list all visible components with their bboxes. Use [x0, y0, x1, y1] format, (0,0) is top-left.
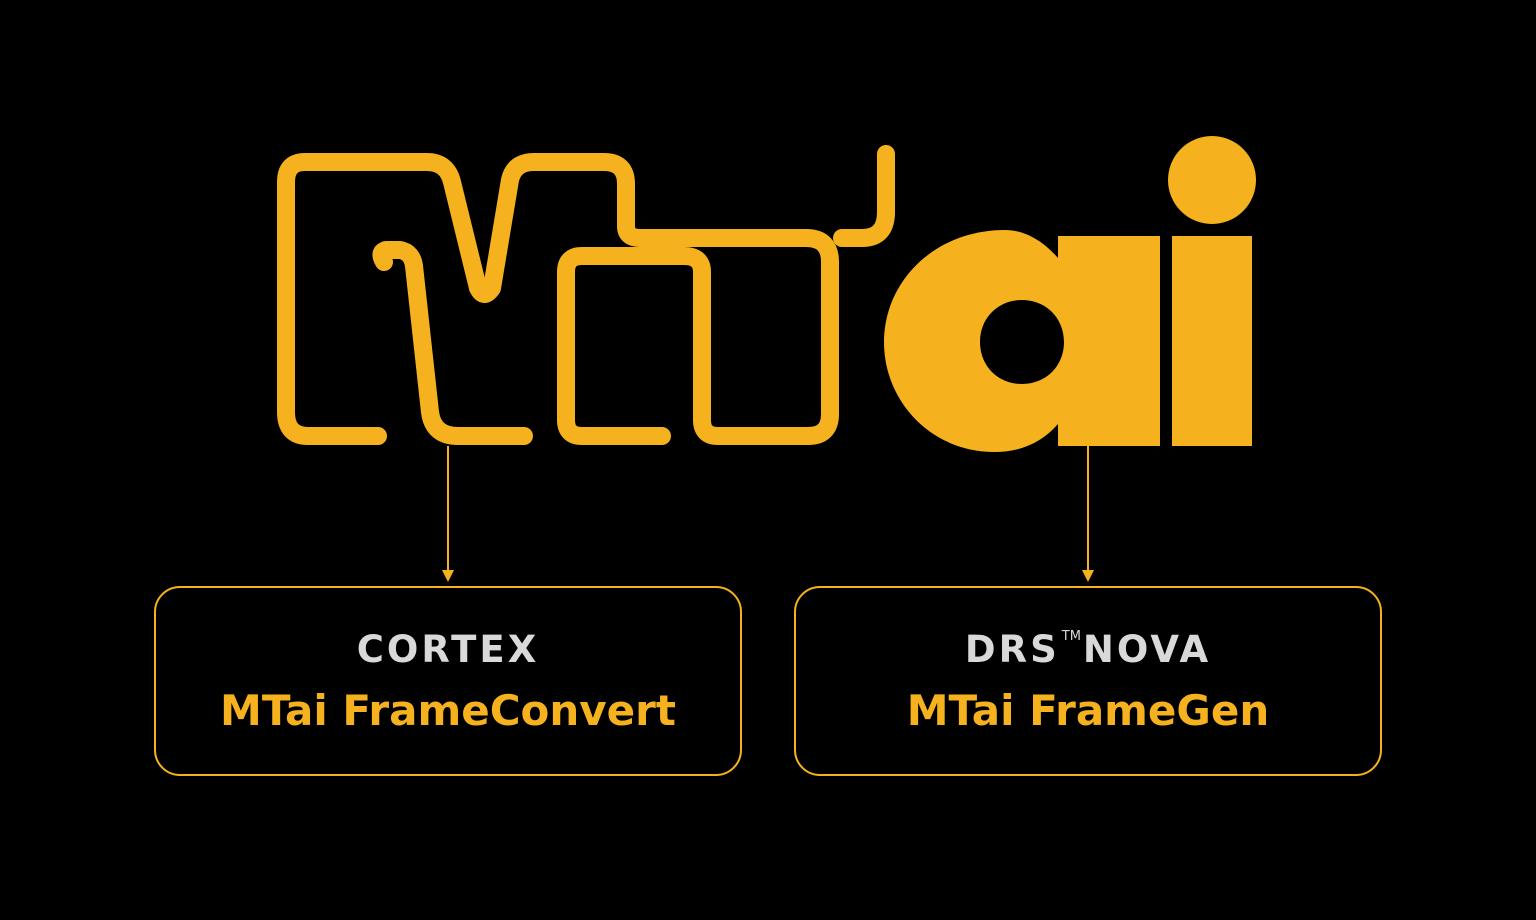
mtai-logo	[277, 145, 895, 445]
framegen-label: MTai FrameGen	[906, 686, 1270, 735]
drs-text: DRS	[964, 628, 1060, 671]
arrow-left-head	[442, 570, 454, 582]
cortex-label: CORTEX	[356, 627, 540, 671]
arrow-right-head	[1082, 570, 1094, 582]
logo-solid-letters	[884, 136, 1256, 452]
logo-letter-i-dot	[1168, 136, 1256, 224]
logo-m-outline	[296, 153, 839, 445]
logo-m-left-leg	[277, 153, 387, 445]
logo-t-stem	[833, 145, 895, 247]
logo-letter-i-stem	[1172, 236, 1252, 446]
frameconvert-label: MTai FrameConvert	[220, 685, 676, 735]
logo-m-inner	[372, 241, 533, 445]
cortex-frameconvert-box: CORTEX MTai FrameConvert	[154, 586, 742, 776]
trademark-mark: TM	[1061, 629, 1081, 644]
connector-arrows	[442, 446, 1094, 582]
logo-letter-a	[884, 230, 1160, 452]
nova-text: NOVA	[1082, 628, 1212, 671]
